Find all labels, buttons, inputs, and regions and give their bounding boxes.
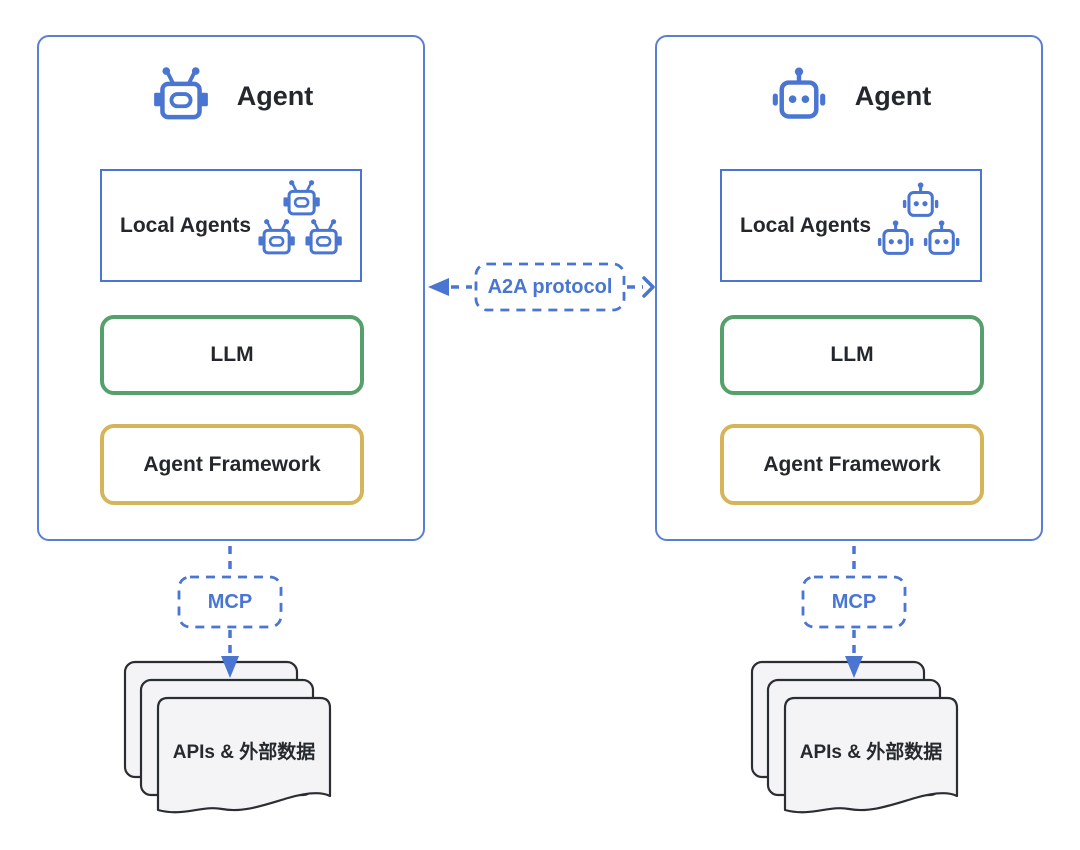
agent-framework-label: Agent Framework [143, 452, 321, 476]
agent-title: Agent [854, 80, 932, 111]
agent-framework-box: Agent Framework [100, 424, 364, 505]
three-robots-icon [874, 180, 966, 276]
local-agents-label: Local Agents [740, 213, 872, 237]
local-agents-box: Local Agents [100, 169, 362, 282]
agent-framework-box: Agent Framework [720, 424, 984, 505]
arrowhead-down-icon [845, 656, 863, 678]
agent-header: Agent [657, 61, 1041, 131]
mcp-label-right: MCP [831, 590, 877, 613]
arrowhead-right-icon [642, 276, 655, 298]
a2a-protocol-label: A2A protocol [487, 275, 613, 298]
arrowhead-left-icon [428, 278, 449, 296]
llm-box: LLM [100, 315, 364, 395]
datasource-label-left: APIs & 外部数据 [172, 741, 316, 763]
agent-header: Agent [39, 61, 423, 131]
local-agents-box: Local Agents [720, 169, 982, 282]
datasource-label-right: APIs & 外部数据 [799, 741, 943, 763]
robot-dot-eyes-icon [767, 64, 831, 128]
agent-framework-label: Agent Framework [763, 452, 941, 476]
llm-box: LLM [720, 315, 984, 395]
llm-label: LLM [830, 343, 874, 366]
mcp-label-left: MCP [207, 590, 253, 613]
robot-oval-mouth-icon [149, 64, 213, 128]
agent-card-right: Agent Local Agents LLM Agent Framework [655, 35, 1043, 541]
local-agents-label: Local Agents [120, 213, 252, 237]
agent-card-left: Agent Local Agents LLM Agent Framework [37, 35, 425, 541]
llm-label: LLM [210, 343, 254, 366]
arrowhead-down-icon [221, 656, 239, 678]
agent-title: Agent [236, 80, 314, 111]
three-robots-icon [254, 180, 346, 276]
